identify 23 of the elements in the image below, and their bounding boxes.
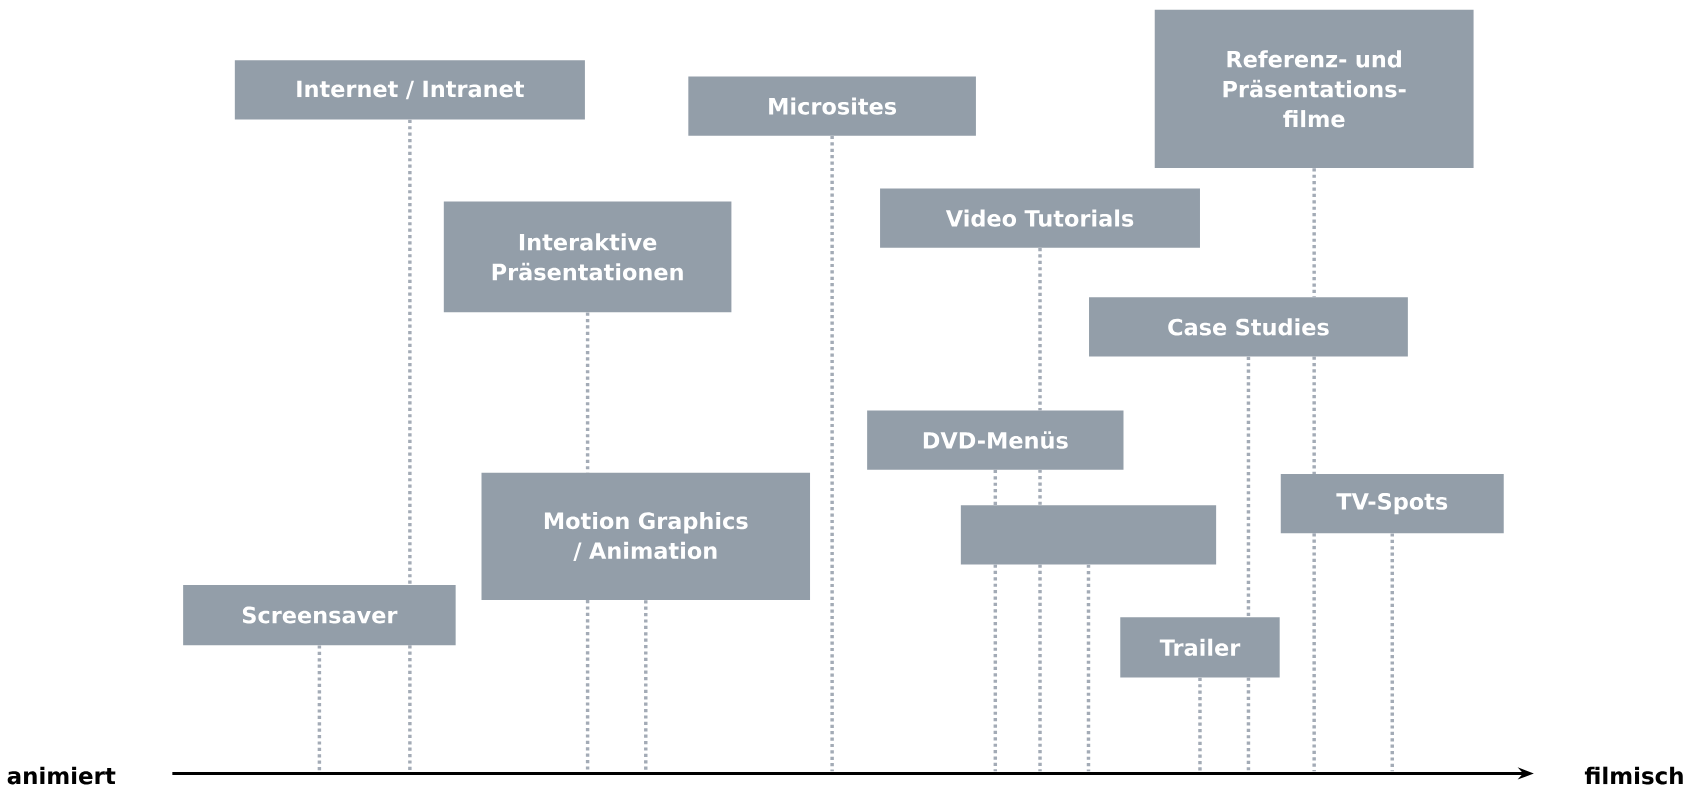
- label-box: Screensaver: [183, 584, 456, 646]
- label-box: Internet / Intranet: [234, 60, 585, 120]
- dotted-line: [830, 136, 834, 772]
- label-box: Microsites: [688, 76, 976, 136]
- label-box: Interaktive Präsentationen: [443, 201, 732, 313]
- label-box: DVD-Menüs: [867, 410, 1124, 470]
- label-box: Trailer: [1120, 617, 1280, 678]
- label-box: TV-Spots: [1280, 474, 1504, 534]
- dotted-line: [1390, 533, 1394, 772]
- label-box: Case Studies: [1089, 297, 1408, 357]
- label-box: Referenz- und Präsentations-filme: [1154, 9, 1474, 169]
- dotted-line: [644, 600, 648, 772]
- label-box: Motion Graphics / Animation: [481, 472, 811, 601]
- dotted-line: [1086, 564, 1091, 772]
- label-box: Video Tutorials: [880, 188, 1200, 248]
- axis-label: animiert: [7, 766, 116, 785]
- axis-label: filmisch: [1584, 766, 1683, 785]
- empty-box: [960, 505, 1217, 565]
- dotted-line: [317, 645, 322, 772]
- dotted-line: [1312, 166, 1316, 774]
- dotted-line: [1038, 246, 1042, 774]
- dotted-line: [993, 468, 998, 774]
- dotted-line: [1198, 677, 1202, 772]
